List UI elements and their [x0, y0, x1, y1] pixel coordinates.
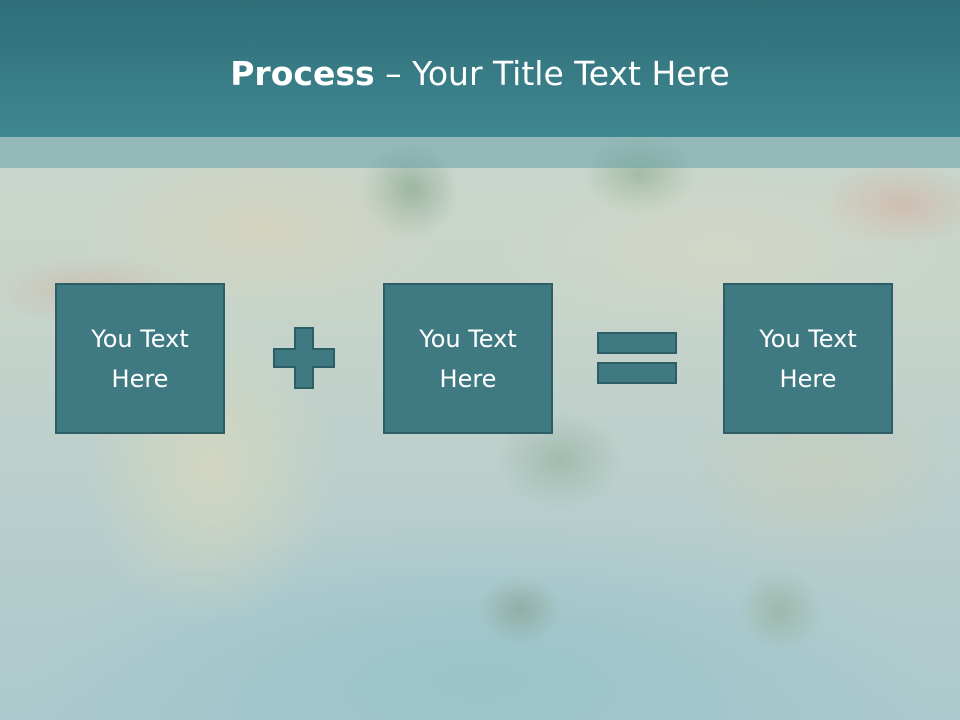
slide-title: Process – Your Title Text Here: [0, 52, 960, 96]
process-box-3: You Text Here: [723, 283, 893, 434]
process-box-2-line-2: Here: [439, 364, 497, 393]
process-box-1-line-2: Here: [111, 364, 169, 393]
process-box-1: You Text Here: [55, 283, 225, 434]
title-accent-strip: [0, 137, 960, 168]
title-rest-text: – Your Title Text Here: [374, 54, 730, 93]
process-box-3-line-1: You Text: [759, 324, 857, 353]
process-box-2-line-1: You Text: [419, 324, 517, 353]
process-box-3-line-2: Here: [779, 364, 837, 393]
equals-icon: [597, 332, 677, 384]
process-box-2: You Text Here: [383, 283, 553, 434]
title-bar: [0, 0, 960, 137]
plus-icon: [273, 327, 335, 389]
title-bold-text: Process: [230, 54, 375, 93]
process-box-1-line-1: You Text: [91, 324, 189, 353]
